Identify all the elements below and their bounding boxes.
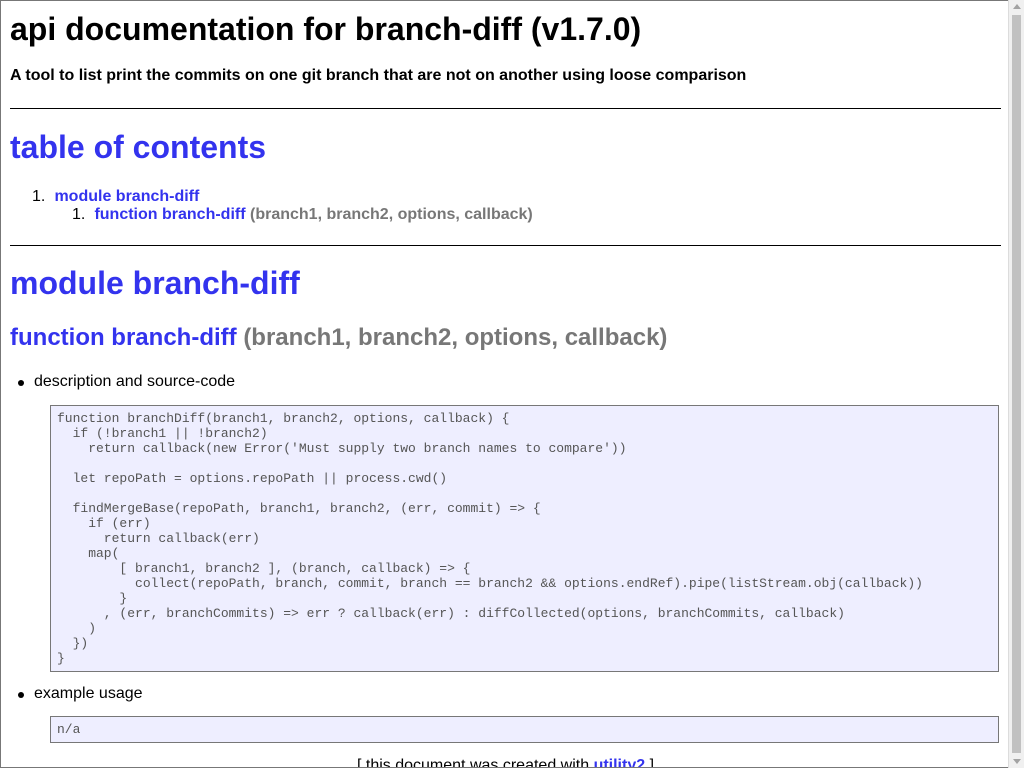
divider [10, 108, 1001, 109]
page-title: api documentation for branch-diff (v1.7.… [10, 11, 642, 47]
scroll-up-arrow-icon[interactable] [1013, 4, 1021, 9]
footer-suffix: ] [645, 757, 655, 768]
divider [10, 245, 1001, 246]
footer-prefix: [ this document was created with [357, 757, 594, 768]
description-bullet: description and source-code [17, 373, 236, 390]
toc-title[interactable]: table of contents [10, 129, 267, 165]
scrollbar-thumb[interactable] [1012, 15, 1021, 753]
source-code-block: function branchDiff(branch1, branch2, op… [50, 405, 999, 672]
footer-note: [ this document was created with utility… [357, 757, 655, 768]
toc-function-signature: (branch1, branch2, options, callback) [250, 206, 533, 223]
function-heading: function branch-diff (branch1, branch2, … [10, 324, 667, 352]
toc-item-function: 1. function branch-diff (branch1, branch… [72, 206, 533, 224]
function-heading-link[interactable]: function branch-diff [10, 324, 237, 351]
vertical-scrollbar[interactable] [1008, 0, 1024, 768]
page-subtitle: A tool to list print the commits on one … [10, 67, 747, 84]
function-signature: (branch1, branch2, options, callback) [243, 324, 668, 351]
footer-utility2-link[interactable]: utility2 [593, 757, 646, 768]
example-usage-bullet: example usage [18, 685, 143, 702]
scroll-down-arrow-icon[interactable] [1013, 759, 1021, 764]
toc-link-module-branch-diff[interactable]: module branch-diff [54, 188, 200, 205]
example-code-block: n/a [50, 716, 999, 743]
toc-item-number: 1. [72, 206, 86, 223]
toc-item-number: 1. [32, 188, 46, 205]
toc-item-module: 1. module branch-diff [32, 188, 199, 206]
toc-link-function-branch-diff[interactable]: function branch-diff [94, 206, 246, 223]
module-heading[interactable]: module branch-diff [10, 265, 300, 301]
